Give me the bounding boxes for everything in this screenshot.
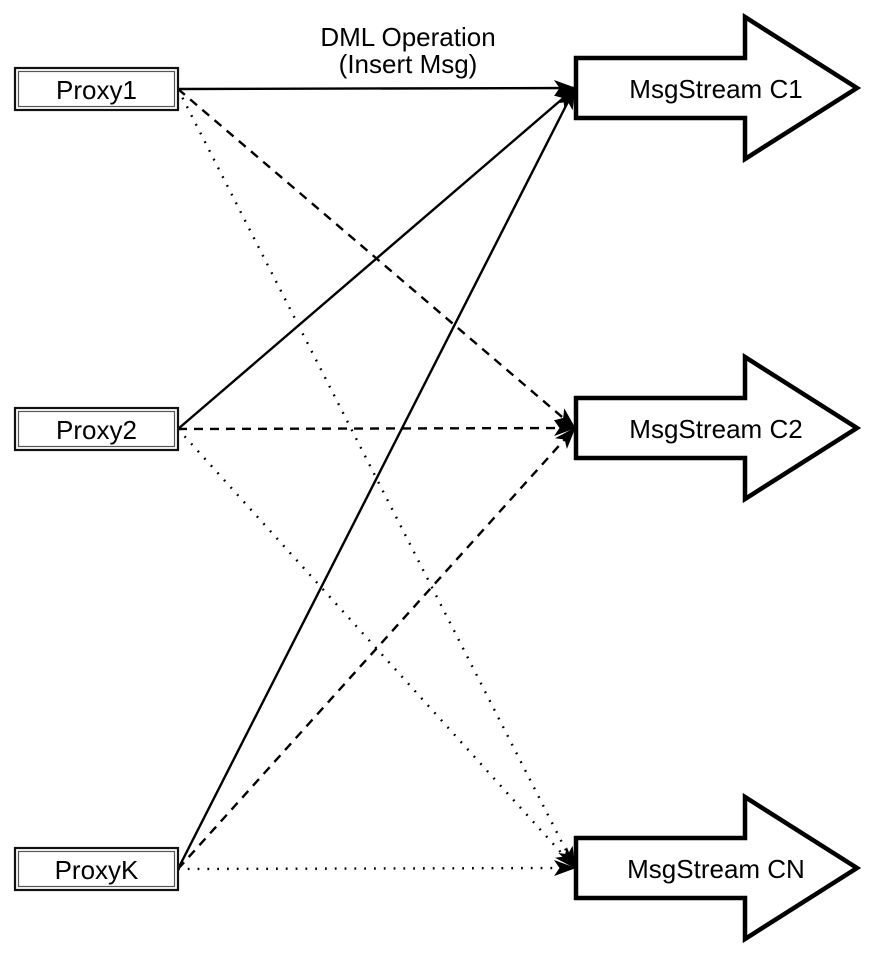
proxy-box-inner-proxy1: [17, 70, 176, 108]
stream-arrow-shape-c2: [573, 352, 862, 504]
proxy-label-proxy1: Proxy1: [56, 75, 137, 105]
stream-label-cn: MsgStream CN: [627, 854, 805, 884]
edge-proxy2-c2-dashed: [177, 420, 576, 437]
edge-proxyk-cn-dotted: [177, 860, 576, 877]
proxy-box-outer-proxy1: [13, 66, 180, 112]
edge-proxy2-c1-solid: [177, 87, 576, 430]
proxy-node-proxy2: Proxy2: [13, 406, 180, 452]
stream-label-c1: MsgStream C1: [629, 74, 802, 104]
stream-node-c2: MsgStream C2: [573, 352, 862, 504]
proxy-box-inner-proxy2: [17, 410, 176, 448]
diagram-caption-line1: DML Operation: [320, 22, 495, 52]
stream-node-c1: MsgStream C1: [573, 12, 862, 164]
proxy-box-outer-proxy2: [13, 406, 180, 452]
stream-label-c2: MsgStream C2: [629, 414, 802, 444]
stream-node-cn: MsgStream CN: [573, 792, 862, 944]
edge-proxyk-c2-dashed: [177, 427, 576, 870]
edge-proxy1-c1-solid: [177, 80, 576, 97]
edge-proxy2-cn-dotted: [177, 428, 576, 869]
proxy-box-inner-proxyk: [17, 850, 176, 888]
edge-proxyk-c1-solid: [176, 87, 577, 870]
proxy-node-proxyk: ProxyK: [13, 846, 180, 892]
proxy-label-proxy2: Proxy2: [56, 415, 137, 445]
stream-arrow-shape-c1: [573, 12, 862, 164]
stream-arrow-shape-cn: [573, 792, 862, 944]
edges-layer: [176, 80, 577, 877]
proxy-node-proxy1: Proxy1: [13, 66, 180, 112]
proxy-label-proxyk: ProxyK: [55, 855, 139, 885]
proxy-box-outer-proxyk: [13, 846, 180, 892]
diagram-caption-line2: (Insert Msg): [339, 49, 478, 79]
